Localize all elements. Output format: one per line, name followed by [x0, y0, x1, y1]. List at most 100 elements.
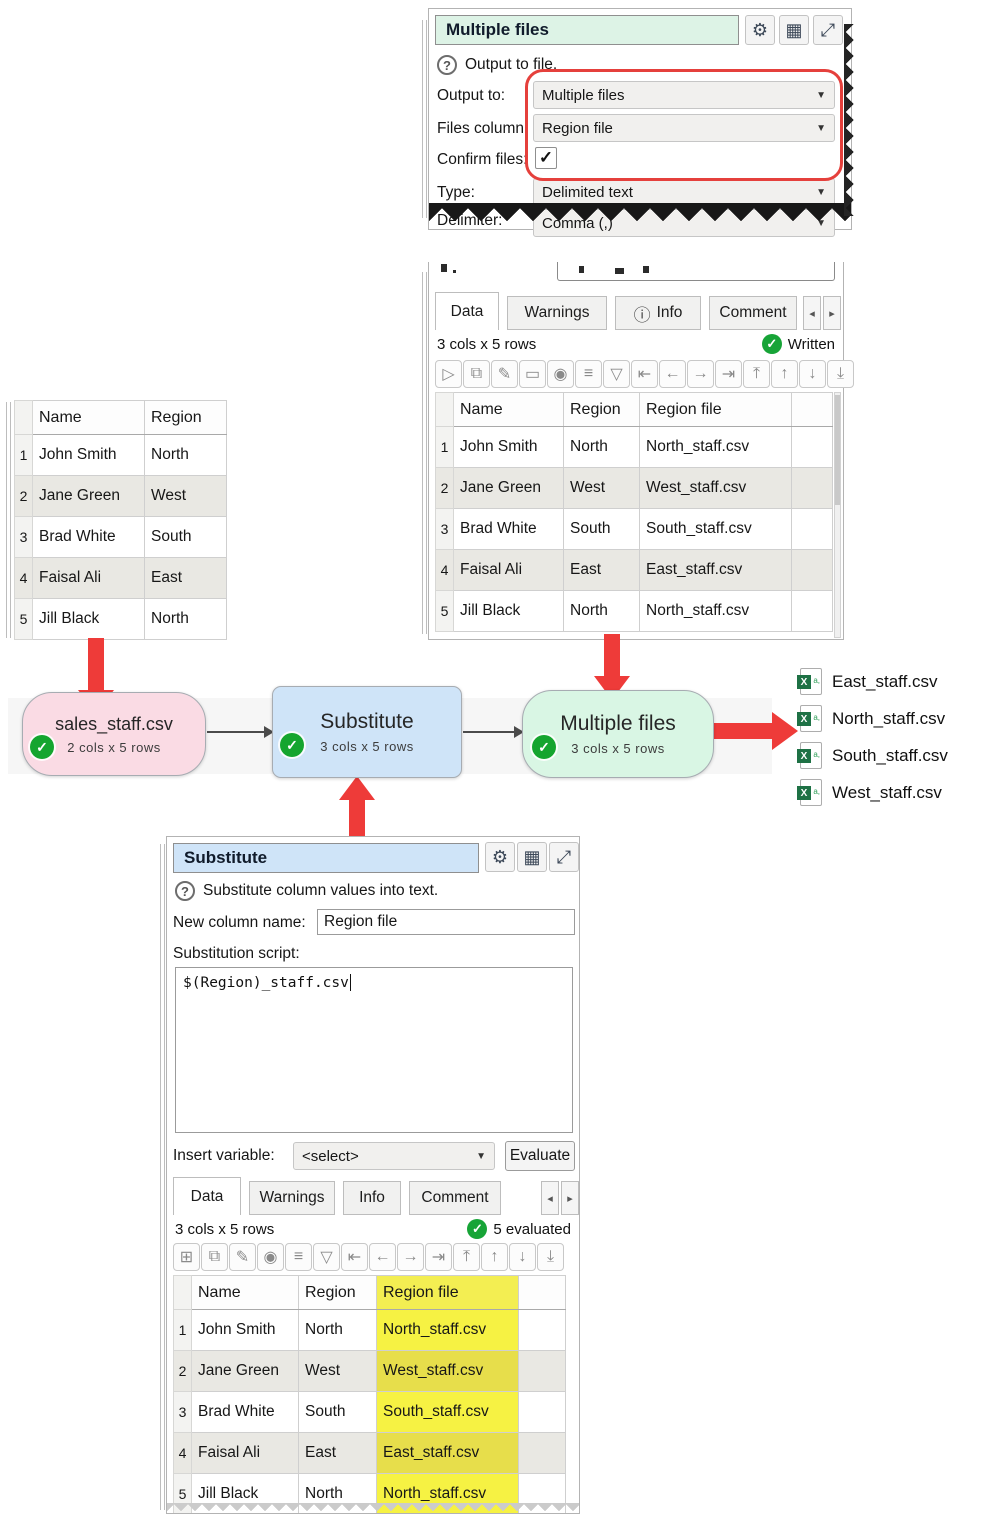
filter-button[interactable]: ▽ [313, 1243, 340, 1271]
help-icon[interactable]: ? [437, 55, 457, 75]
new-column-name-input[interactable]: Region file [317, 909, 575, 935]
cell[interactable]: Jane Green [453, 467, 564, 509]
cell[interactable]: North [563, 426, 640, 468]
paste-button[interactable]: ⧉ [463, 360, 490, 388]
column-header[interactable]: Region [144, 400, 227, 435]
table-view-button[interactable]: ▦ [517, 842, 547, 872]
edit-button[interactable]: ✎ [491, 360, 518, 388]
cell[interactable]: Brad White [453, 508, 564, 550]
rows-button[interactable]: ≡ [285, 1243, 312, 1271]
arrow-left-button[interactable]: ← [659, 360, 686, 388]
cell[interactable]: East [144, 557, 227, 599]
step-last-button[interactable]: ⇥ [425, 1243, 452, 1271]
step-first-button[interactable]: ⇤ [631, 360, 658, 388]
splitter-edge[interactable] [422, 20, 427, 218]
to-bottom-button[interactable]: ⤓ [827, 360, 854, 388]
cell[interactable]: West [298, 1350, 377, 1392]
filter-button[interactable]: ▽ [603, 360, 630, 388]
column-header[interactable]: Region [298, 1275, 377, 1310]
column-header[interactable]: Region [563, 392, 640, 427]
cell[interactable]: North_staff.csv [639, 590, 792, 632]
evaluate-button[interactable]: Evaluate [505, 1141, 575, 1171]
table-view-button[interactable]: ▦ [779, 15, 809, 45]
step-first-button[interactable]: ⇤ [341, 1243, 368, 1271]
tab-scroll-left-button[interactable]: ◂ [541, 1181, 559, 1215]
tab-comment[interactable]: Comment [709, 296, 797, 330]
cell[interactable]: North [298, 1309, 377, 1351]
confirm-files-checkbox[interactable]: ✓ [535, 147, 557, 169]
tab-scroll-right-button[interactable]: ▸ [823, 296, 841, 330]
splitter-edge[interactable] [6, 402, 11, 638]
settings-button[interactable]: ⚙ [745, 15, 775, 45]
cell[interactable]: North_staff.csv [639, 426, 792, 468]
cell[interactable]: John Smith [191, 1309, 299, 1351]
arrow-right-button[interactable]: → [397, 1243, 424, 1271]
tab-warnings[interactable]: Warnings [507, 296, 607, 330]
new-file-button[interactable]: ⊞ [173, 1243, 200, 1271]
cell[interactable]: East_staff.csv [376, 1432, 519, 1474]
arrow-up-button[interactable]: ↑ [771, 360, 798, 388]
cell[interactable]: West_staff.csv [639, 467, 792, 509]
cell[interactable]: North [563, 590, 640, 632]
cell[interactable]: South_staff.csv [376, 1391, 519, 1433]
edit-button[interactable]: ✎ [229, 1243, 256, 1271]
cell[interactable]: Jane Green [191, 1350, 299, 1392]
cell[interactable]: Jane Green [32, 475, 145, 517]
expand-button[interactable]: ⤢ [813, 15, 843, 45]
cell[interactable]: Faisal Ali [32, 557, 145, 599]
cell[interactable]: West_staff.csv [376, 1350, 519, 1392]
cell[interactable]: John Smith [453, 426, 564, 468]
cell[interactable]: North [144, 598, 227, 640]
to-top-button[interactable]: ⤒ [743, 360, 770, 388]
substitution-script-textarea[interactable]: $(Region)_staff.csv [175, 967, 573, 1133]
to-bottom-button[interactable]: ⤓ [537, 1243, 564, 1271]
cell[interactable]: South [144, 516, 227, 558]
tab-data[interactable]: Data [435, 292, 499, 330]
column-header[interactable]: Region file [639, 392, 792, 427]
tab-comment[interactable]: Comment [409, 1181, 501, 1215]
eye-button[interactable]: ◉ [547, 360, 574, 388]
paste-button[interactable]: ⧉ [201, 1243, 228, 1271]
cell[interactable]: Faisal Ali [453, 549, 564, 591]
cell[interactable]: Faisal Ali [191, 1432, 299, 1474]
cell[interactable]: South [298, 1391, 377, 1433]
tab-scroll-left-button[interactable]: ◂ [803, 296, 821, 330]
arrow-up-button[interactable]: ↑ [481, 1243, 508, 1271]
step-last-button[interactable]: ⇥ [715, 360, 742, 388]
cell[interactable]: East [298, 1432, 377, 1474]
cell[interactable]: North [144, 434, 227, 476]
cell[interactable]: West [563, 467, 640, 509]
folder-button[interactable]: ▭ [519, 360, 546, 388]
cell[interactable]: East [563, 549, 640, 591]
eye-button[interactable]: ◉ [257, 1243, 284, 1271]
cell[interactable]: North_staff.csv [376, 1473, 519, 1513]
output-to-select[interactable]: Multiple files ▼ [533, 81, 835, 109]
help-icon[interactable]: ? [175, 881, 195, 901]
splitter-edge[interactable] [160, 844, 165, 1510]
column-header[interactable]: Name [191, 1275, 299, 1310]
cell[interactable]: John Smith [32, 434, 145, 476]
node-sales-staff-csv[interactable]: ✓ sales_staff.csv 2 cols x 5 rows [22, 692, 206, 776]
tab-warnings[interactable]: Warnings [249, 1181, 335, 1215]
insert-variable-select[interactable]: <select> ▼ [293, 1142, 495, 1170]
cell[interactable]: East_staff.csv [639, 549, 792, 591]
node-substitute[interactable]: ✓ Substitute 3 cols x 5 rows [272, 686, 462, 778]
settings-button[interactable]: ⚙ [485, 842, 515, 872]
